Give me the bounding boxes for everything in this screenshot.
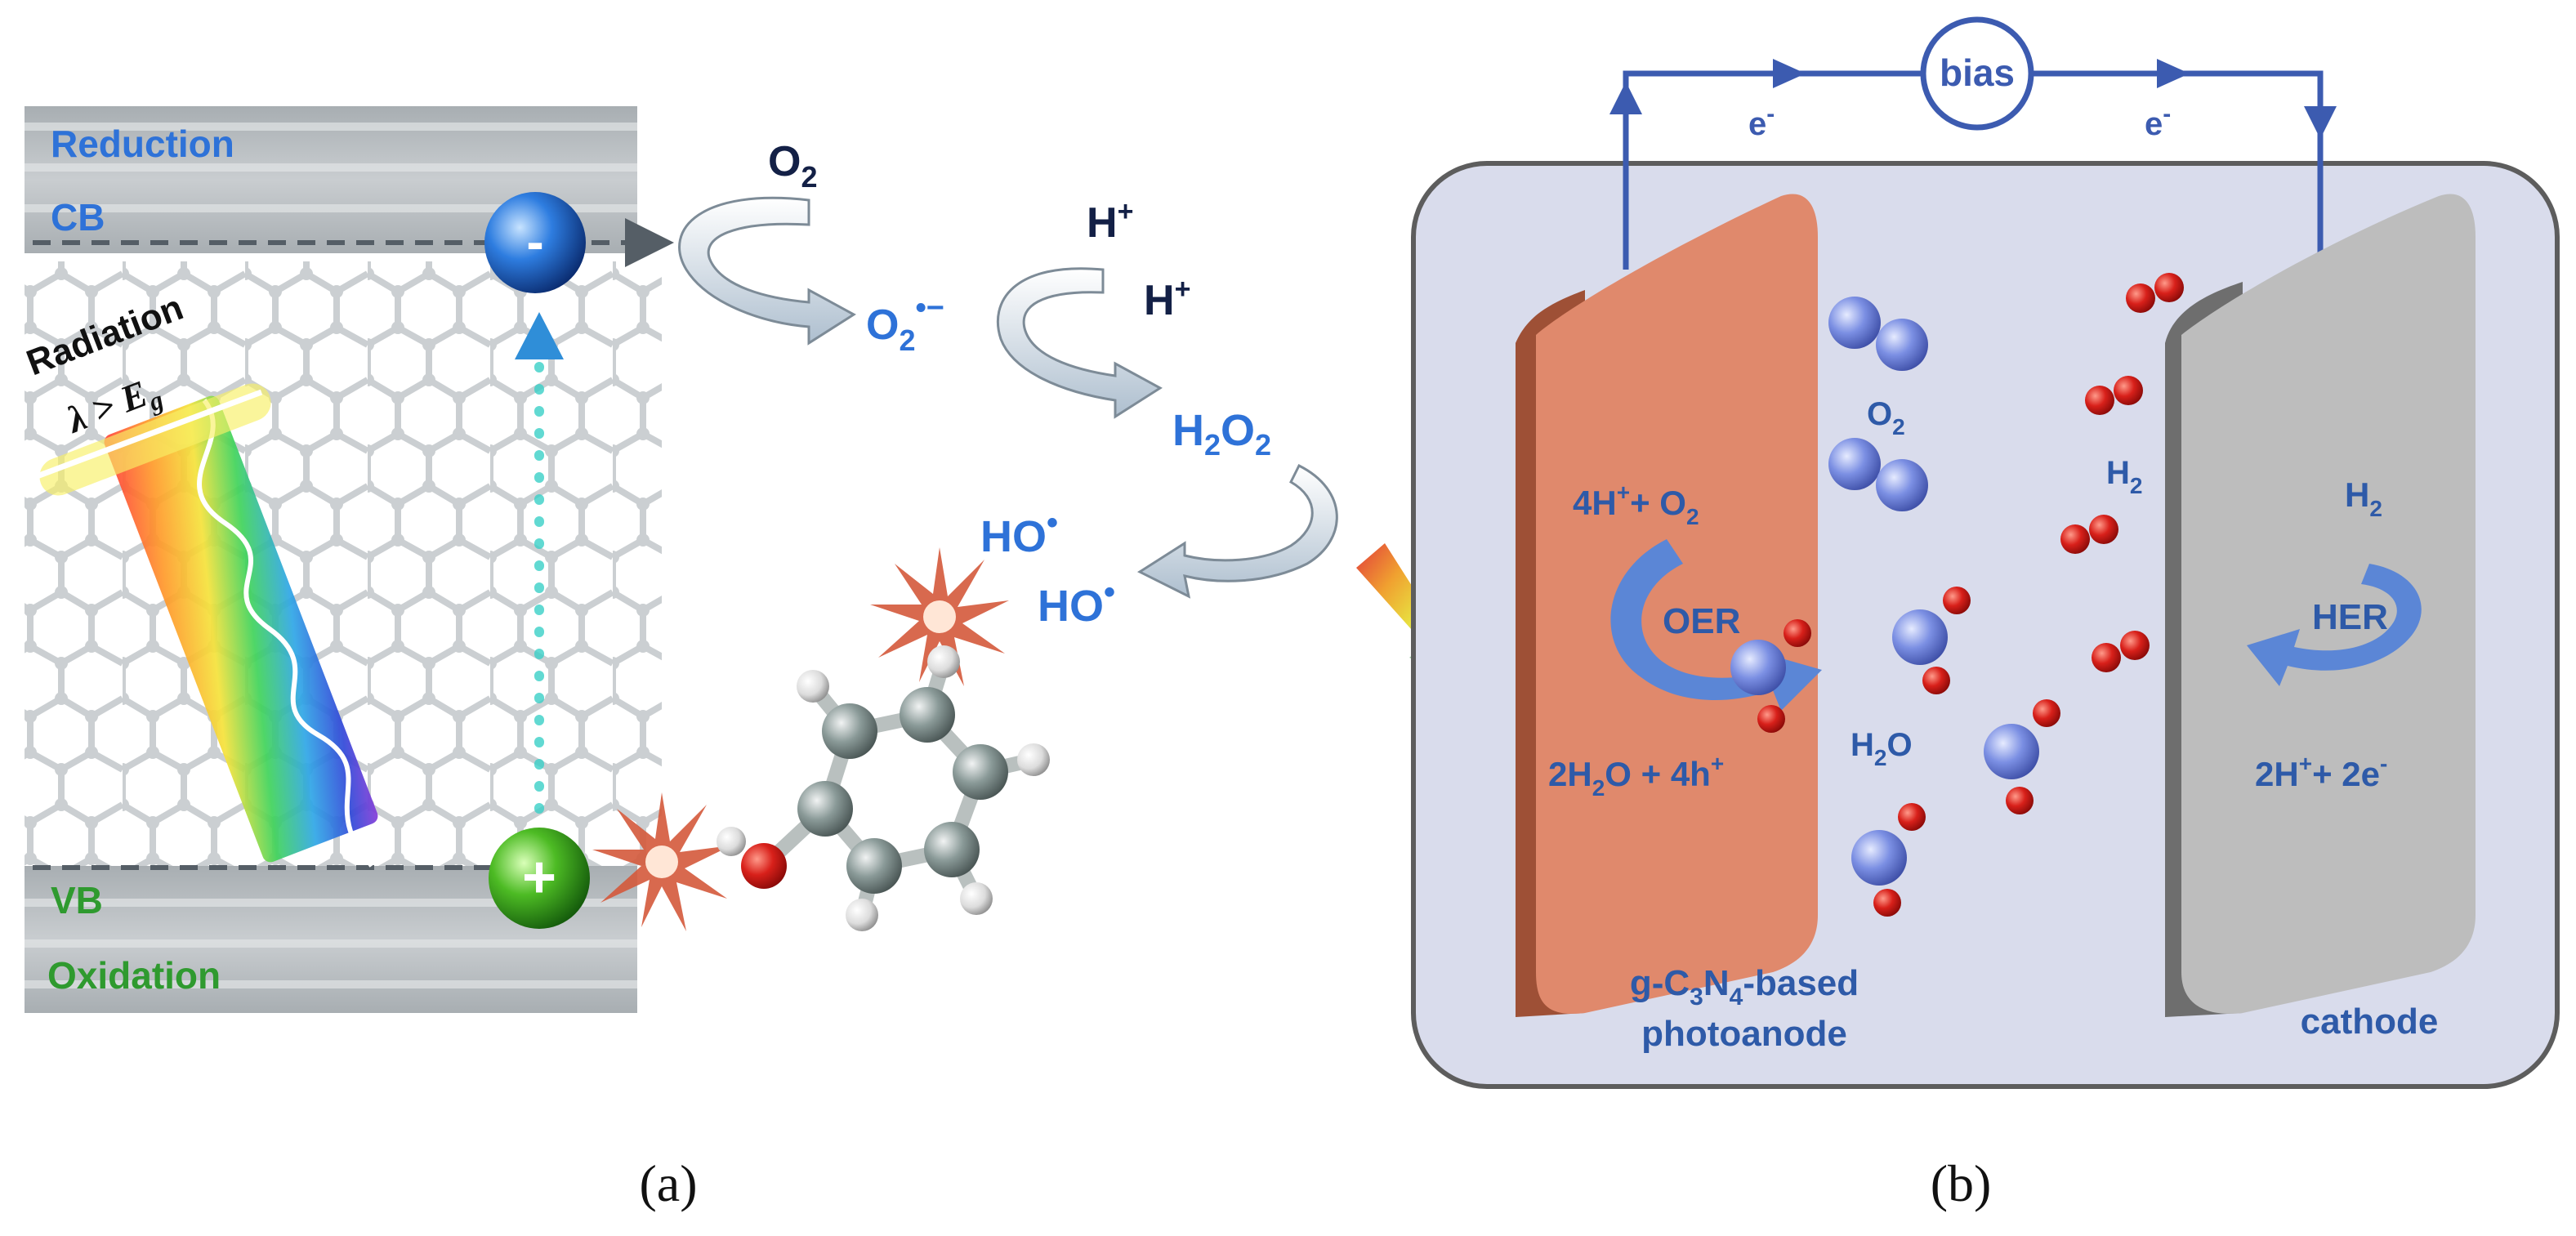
hole-symbol: +: [522, 845, 556, 910]
her-cycle-arrow: [2247, 564, 2422, 686]
anode-reaction-top: 4H++ O2: [1573, 480, 1699, 529]
external-circuit: [1623, 70, 2324, 270]
o2-label: O2: [1867, 396, 1905, 440]
h2-label: H2: [2106, 455, 2142, 498]
cathode-h2-label: H2: [2345, 475, 2382, 521]
phenol-molecule: [717, 645, 1050, 931]
protonation-arrow: [996, 267, 1163, 419]
electron: [484, 192, 586, 293]
panel-b: bias e- e- 4H++ O2 OER 2H2O + 4h+ O2 H2O…: [1411, 16, 2560, 1212]
vb-label: VB: [51, 879, 103, 921]
hydroxyl-radical-2: HO•: [1038, 574, 1115, 631]
cb-label: CB: [51, 196, 105, 239]
photoanode: [1536, 194, 1818, 1014]
cathode: [2181, 194, 2476, 1014]
caption-b: (b): [1931, 1154, 1992, 1212]
anode-reaction-bottom: 2H2O + 4h+: [1548, 751, 1724, 801]
cathode-label: cathode: [2301, 1002, 2439, 1042]
o2-molecules: [1828, 297, 1928, 511]
starburst-radical: [870, 547, 1009, 686]
electron-symbol: -: [526, 212, 543, 271]
h2o2-species: H2O2: [1172, 406, 1271, 462]
h2o-molecules: [1730, 587, 2060, 917]
radiation-beam: [104, 395, 378, 868]
reduction-label: Reduction: [51, 123, 234, 165]
hole: [489, 828, 590, 929]
photoanode-label-line1: g-C3N4-based: [1630, 963, 1859, 1011]
electron-label-right: e-: [2145, 100, 2171, 142]
hydroxyl-radical-1: HO•: [980, 505, 1058, 561]
h-plus-1: H+: [1087, 196, 1133, 247]
o2-reduction-arrow: [678, 196, 856, 346]
her-label: HER: [2312, 597, 2388, 637]
h-plus-2: H+: [1144, 274, 1190, 324]
radiation-underline: [31, 389, 263, 481]
h2-molecules: [2060, 273, 2184, 672]
circuit-arrow-down: [2304, 106, 2337, 139]
oer-label: OER: [1663, 601, 1740, 641]
starburst-hole: [592, 792, 731, 931]
h2o2-split-arrow: [1136, 463, 1338, 599]
circuit-arrow-2: [2157, 59, 2190, 88]
panel-a: Reduction CB VB Oxidation Radiation λ > …: [21, 106, 1338, 1212]
superoxide-species: O2•−: [866, 291, 944, 357]
cathode-reaction: 2H++ 2e-: [2255, 751, 2387, 793]
oxidation-label: Oxidation: [47, 954, 221, 997]
bias-label: bias: [1940, 51, 2015, 94]
o2-species: O2: [768, 138, 817, 194]
h2o-label: H2O: [1851, 727, 1913, 770]
bias-source: [1920, 16, 2034, 131]
excitation-arrow-head: [515, 312, 564, 359]
photoanode-label-line2: photoanode: [1641, 1014, 1847, 1054]
caption-a: (a): [639, 1154, 697, 1212]
electron-label-left: e-: [1748, 100, 1775, 142]
circuit-arrow-1: [1773, 59, 1806, 88]
circuit-arrow-up: [1609, 82, 1642, 114]
